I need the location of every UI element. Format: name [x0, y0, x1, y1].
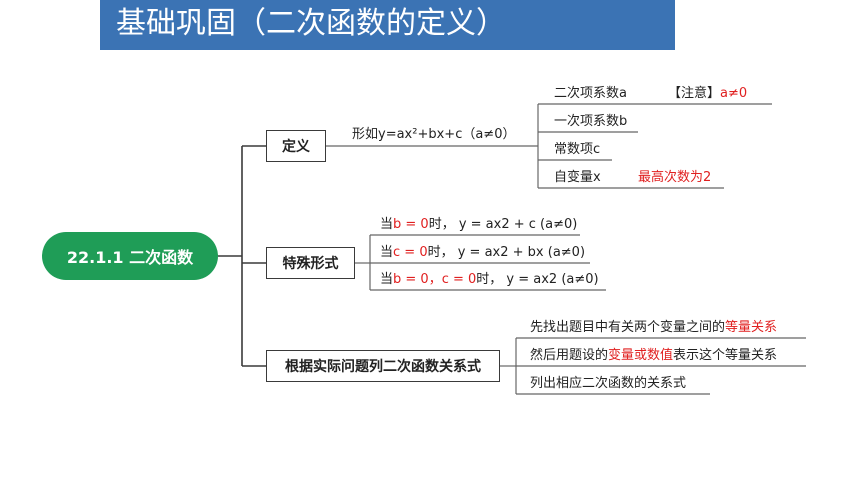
page-title: 基础巩固（二次函数的定义）: [100, 0, 675, 50]
node-special-forms: 特殊形式: [266, 247, 355, 279]
leaf-quadratic-coefficient: 二次项系数a: [554, 86, 627, 101]
leaf-variable-note: 最高次数为2: [638, 170, 712, 185]
leaf-linear-coefficient: 一次项系数b: [554, 114, 628, 129]
relation-step: 列出相应二次函数的关系式: [530, 376, 687, 391]
relation-step: 先找出题目中有关两个变量之间的等量关系: [530, 320, 778, 335]
leaf-constant-term: 常数项c: [554, 142, 601, 157]
definition-formula: 形如y=ax²+bx+c（a≠0）: [352, 127, 516, 142]
special-form-item: 当c = 0时， y = ax2 + bx (a≠0): [380, 245, 586, 260]
special-form-item: 当b = 0时， y = ax2 + c (a≠0): [380, 217, 578, 232]
relation-step: 然后用题设的变量或数值表示这个等量关系: [530, 348, 778, 363]
special-form-item: 当b = 0，c = 0时， y = ax2 (a≠0): [380, 272, 599, 287]
node-definition: 定义: [266, 130, 326, 162]
leaf-variable: 自变量x: [554, 170, 601, 185]
root-node: 22.1.1 二次函数: [42, 232, 218, 280]
note-label: 【注意】a≠0: [668, 86, 748, 101]
note-value: a≠0: [720, 86, 748, 101]
node-relation: 根据实际问题列二次函数关系式: [266, 350, 500, 382]
